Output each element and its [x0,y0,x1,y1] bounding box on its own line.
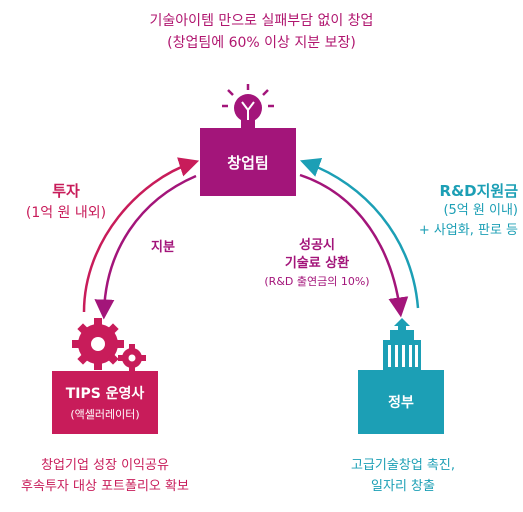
tips-operator-label: TIPS 운영사 [65,386,145,402]
top-caption-line2: (창업팀에 60% 이상 지분 보장) [167,35,356,51]
rnd-funding-label: R&D지원금 (5억 원 이내) + 사업화, 판로 등 [386,181,518,241]
investment-detail: (1억 원 내외) [25,205,107,221]
royalty-line1: 성공시 [299,238,335,253]
rnd-funding-arrow [299,157,420,309]
rnd-title: R&D지원금 [439,182,518,200]
government-label: 정부 [388,395,414,411]
tips-operator-box: TIPS 운영사 (액셀러레이터) [52,371,158,434]
rnd-line2: (5억 원 이내) [443,203,518,218]
top-caption: 기술아이템 만으로 실패부담 없이 창업 (창업팀에 60% 이상 지분 보장) [0,10,523,54]
startup-team-box: 창업팀 [200,128,296,196]
investment-arrow [82,157,200,313]
bottom-right-line1: 고급기술창업 촉진, [351,458,455,473]
investment-title: 투자 [52,182,80,200]
bottom-left-line2: 후속투자 대상 포트폴리오 확보 [21,479,189,494]
startup-team-label: 창업팀 [227,153,269,172]
royalty-line2: 기술료 상환 [284,256,350,271]
royalty-label: 성공시 기술료 상환 (R&D 출연금의 10%) [252,237,382,291]
government-box: 정부 [358,370,444,434]
rnd-line3: + 사업화, 판로 등 [418,223,518,238]
bottom-left-caption: 창업기업 성장 이익공유 후속투자 대상 포트폴리오 확보 [0,455,210,497]
royalty-line3: (R&D 출연금의 10%) [264,275,370,288]
bottom-right-line2: 일자리 창출 [371,479,435,494]
investment-label: 투자 (1억 원 내외) [6,180,126,224]
equity-arrow [94,174,197,320]
bottom-left-line1: 창업기업 성장 이익공유 [41,458,169,473]
bottom-right-caption: 고급기술창업 촉진, 일자리 창출 [318,455,488,497]
lightbulb-icon [222,84,274,128]
tips-operator-sublabel: (액셀러레이터) [70,408,140,421]
top-caption-line1: 기술아이템 만으로 실패부담 없이 창업 [149,13,374,29]
royalty-arrow [299,173,409,318]
equity-label: 지분 [151,240,175,255]
gears-icon [72,318,146,372]
government-building-icon [383,318,421,370]
